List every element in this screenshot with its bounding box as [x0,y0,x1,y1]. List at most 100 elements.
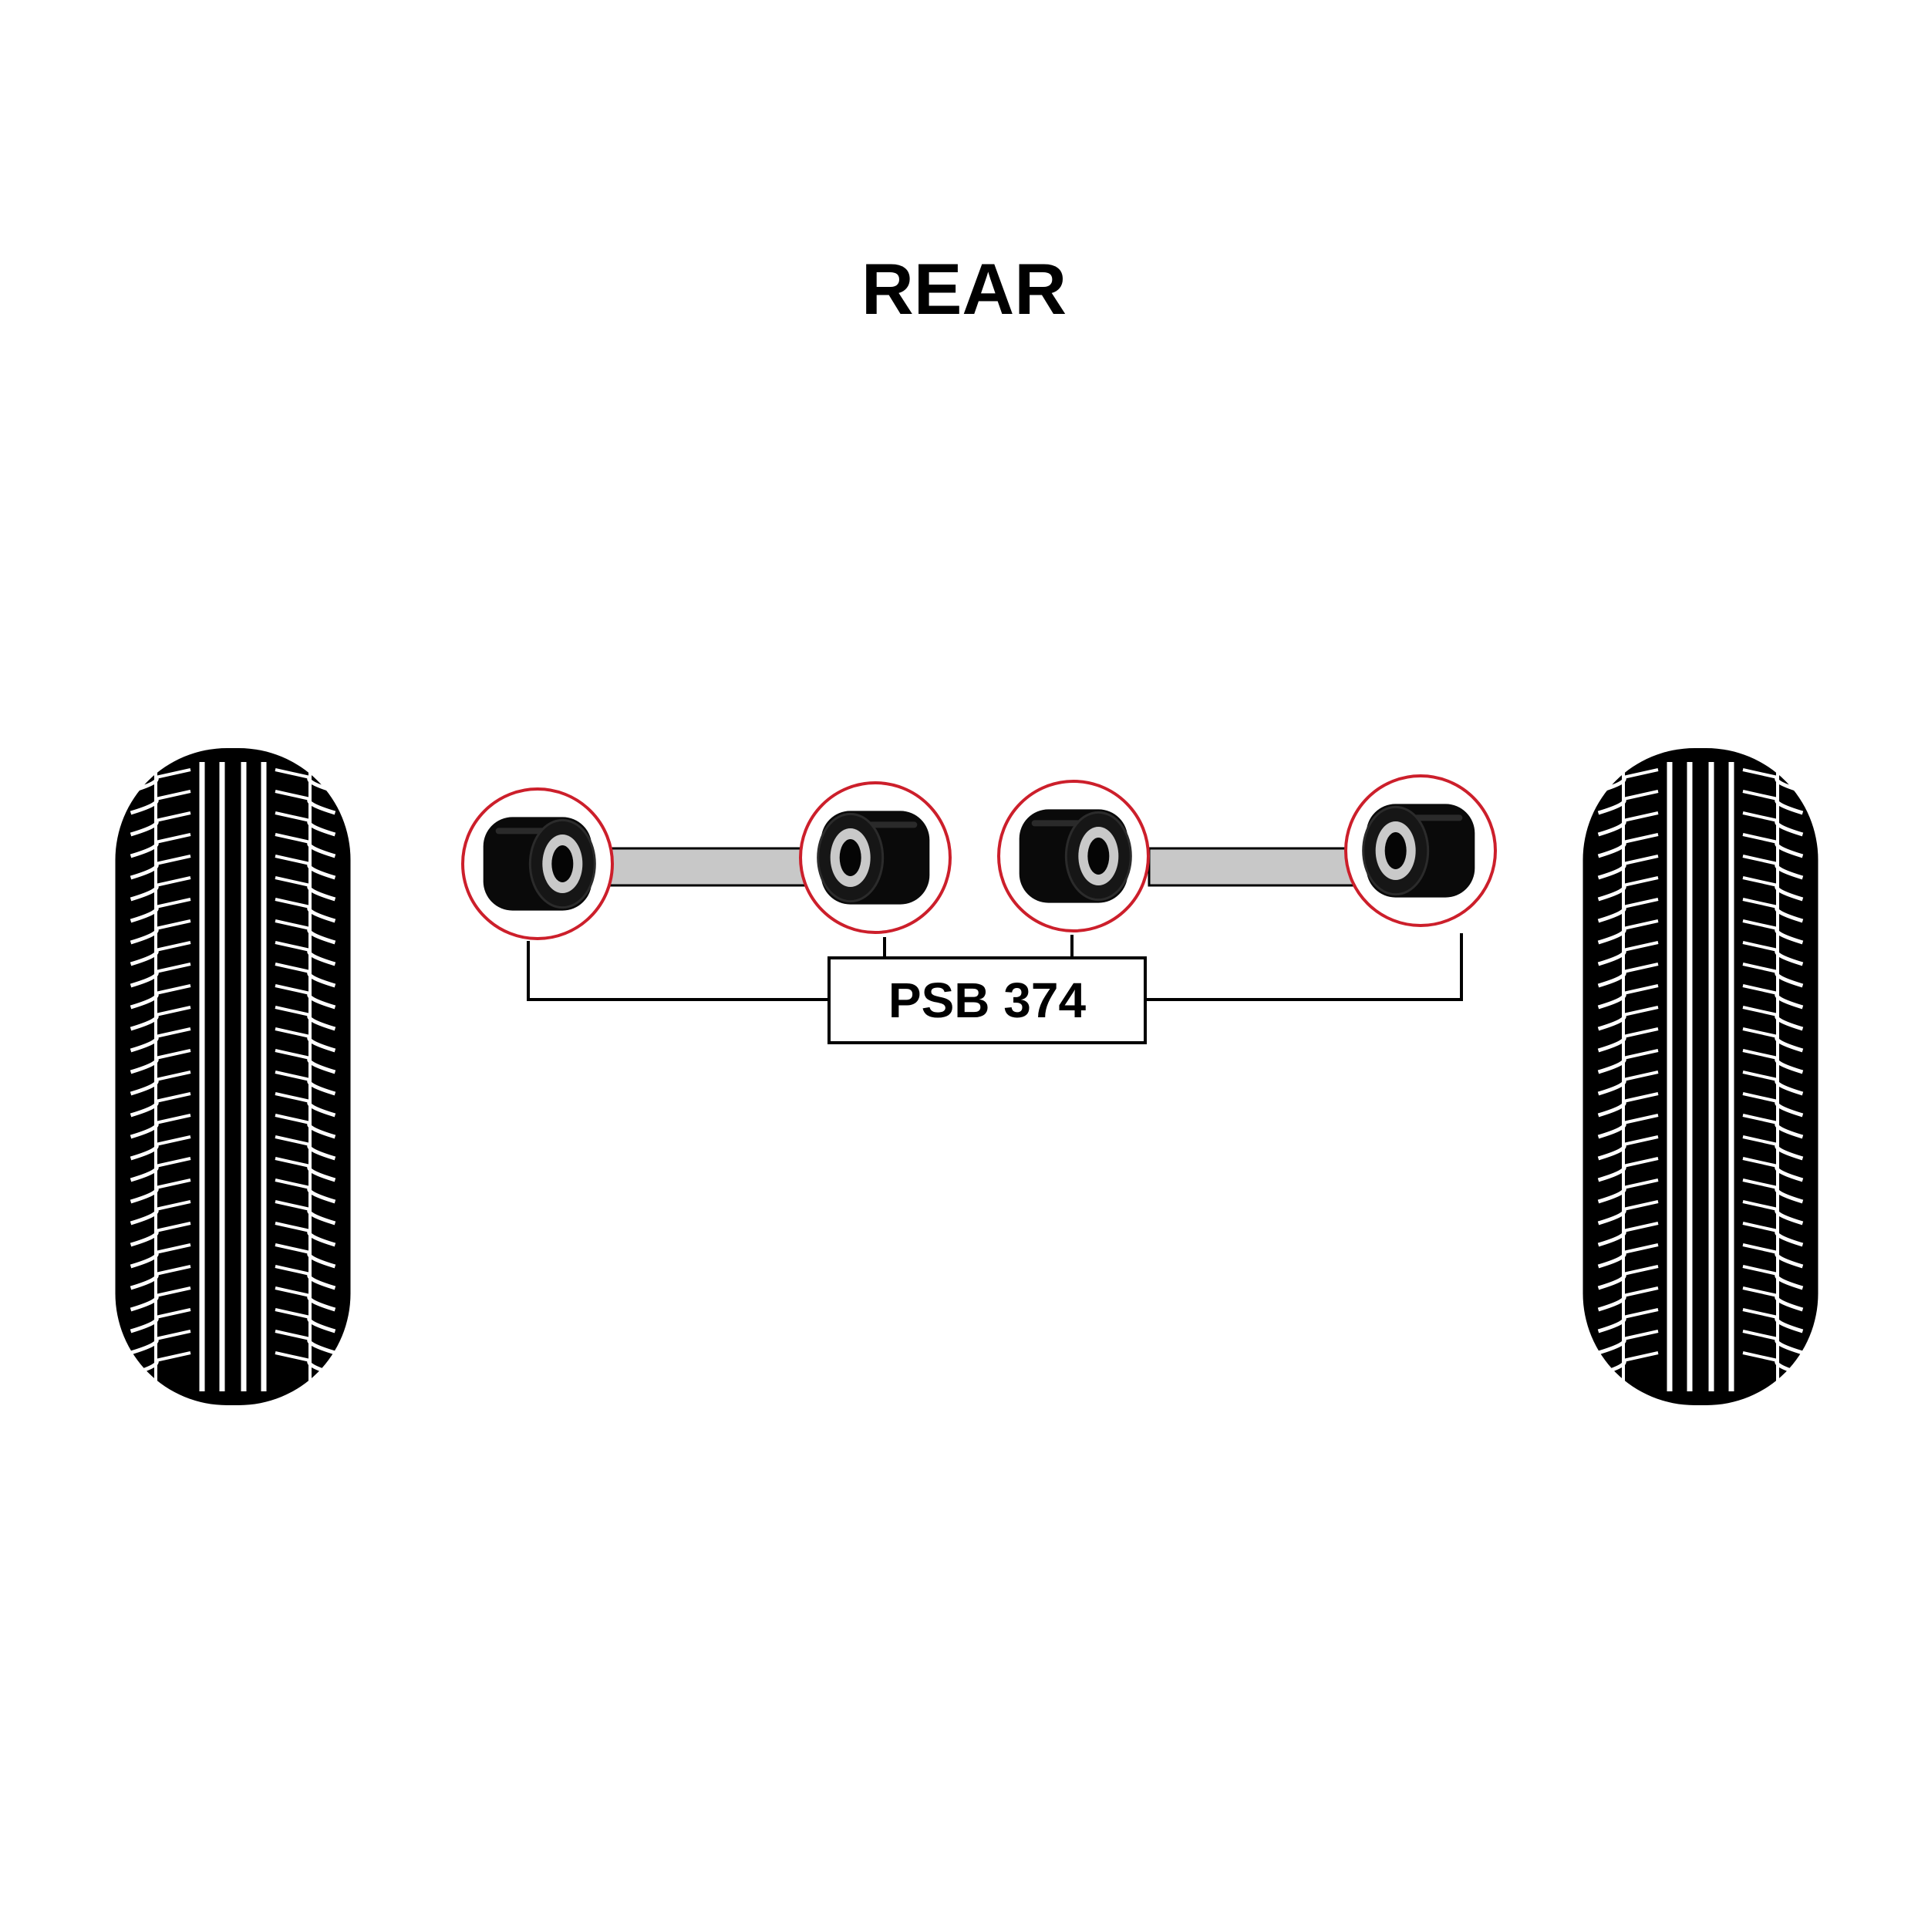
tread-sipe [155,1265,191,1276]
tread-sipe [275,1071,311,1081]
tread-sipe [155,1135,191,1146]
tread-sipe [275,1308,311,1319]
tread-sipe [1623,1157,1659,1168]
tread-sipe [1623,855,1659,865]
tread-sipe [155,1071,191,1081]
tread-sipe [275,811,311,822]
tread-sipe [1623,898,1659,909]
tread-sipe [275,1178,311,1189]
tread-sipe [155,876,191,887]
bush-bore [1087,838,1110,875]
tread-sipe [1623,1308,1659,1319]
tread-sipe [1742,1157,1778,1168]
tread-sipe [1742,1027,1778,1038]
tread-sipe [1623,811,1659,822]
tread-sipe [155,1157,191,1168]
tread-sipe [1623,1006,1659,1017]
tread-sipe [155,919,191,930]
tread-sipe [275,963,311,973]
tread-sipe [1742,1092,1778,1103]
part-number-label: PSB 374 [827,956,1147,1044]
tread-sipe [1742,898,1778,909]
tread-sipe [155,941,191,952]
tread-sipe [1742,1135,1778,1146]
tread-sipe [1742,984,1778,995]
tread-sipe [275,1222,311,1232]
tread-sipe [155,1027,191,1038]
tread-sipe [1623,984,1659,995]
tread-sipe [275,1027,311,1038]
tread-sipe [275,1286,311,1297]
tread-sipe [275,768,311,779]
tread-sipe [155,984,191,995]
tread-sipe [1623,876,1659,887]
tread-sipe [1623,1092,1659,1103]
diagram-title: REAR [861,248,1067,329]
tread-sipe [1742,1330,1778,1340]
tread-sipe [1742,1006,1778,1017]
bush-4-icon [1344,774,1497,927]
tread-sipe [1742,1071,1778,1081]
tread-sipe [155,1351,191,1362]
tread-sipe [275,855,311,865]
leader-line [527,941,827,1001]
tread-sipe [155,1330,191,1340]
tread-sipe [155,833,191,844]
tread-sipe [275,876,311,887]
tread-sipe [1742,1308,1778,1319]
tread-sipe [1742,1114,1778,1124]
tyre-body [1583,748,1818,1405]
part-number-text: PSB 374 [888,973,1087,1028]
tread-sipe [155,1092,191,1103]
tread-sipe [1623,1027,1659,1038]
tread-sipe [1623,1243,1659,1254]
tread-sipe [275,1157,311,1168]
tread-sipe [155,1308,191,1319]
tread-sipe [1742,790,1778,801]
tread-sipe [155,1006,191,1017]
tread-sipe [155,1286,191,1297]
left-link-bar-icon [604,847,811,887]
tread-sipe [1623,1135,1659,1146]
tread-sipe [1623,1286,1659,1297]
tread-sipe [155,1049,191,1060]
leader-line [1147,933,1463,1001]
bush-bore [839,839,861,876]
tread-sipe [1623,963,1659,973]
tread-sipe [1742,811,1778,822]
tyre-body [115,748,351,1405]
tread-sipe [1623,833,1659,844]
tread-sipe [1742,1243,1778,1254]
tread-sipe [1623,1200,1659,1211]
tread-sipe [1742,768,1778,779]
tread-sipe [275,984,311,995]
tread-sipe [155,855,191,865]
right-link-bar-icon [1148,847,1359,887]
tread-sipe [1623,1071,1659,1081]
bush-3-icon [997,780,1150,932]
tread-sipe [155,1178,191,1189]
tread-sipe [1742,1265,1778,1276]
tread-sipe [1623,1178,1659,1189]
tread-sipe [275,1330,311,1340]
tread-sipe [1742,855,1778,865]
tread-sipe [275,833,311,844]
tread-sipe [1742,1049,1778,1060]
tread-sipe [275,1092,311,1103]
tread-sipe [155,1243,191,1254]
bush-bore [551,845,574,882]
tread-sipe [1742,1200,1778,1211]
tread-sipe [155,768,191,779]
right-tyre-icon [1583,748,1818,1405]
tread-sipe [275,941,311,952]
tread-sipe [275,1200,311,1211]
tread-sipe [275,1351,311,1362]
tread-sipe [275,1114,311,1124]
tread-sipe [1623,919,1659,930]
tread-sipe [275,1006,311,1017]
left-tyre-icon [115,748,351,1405]
tread-sipe [1623,768,1659,779]
tread-sipe [1742,1178,1778,1189]
tread-sipe [275,919,311,930]
